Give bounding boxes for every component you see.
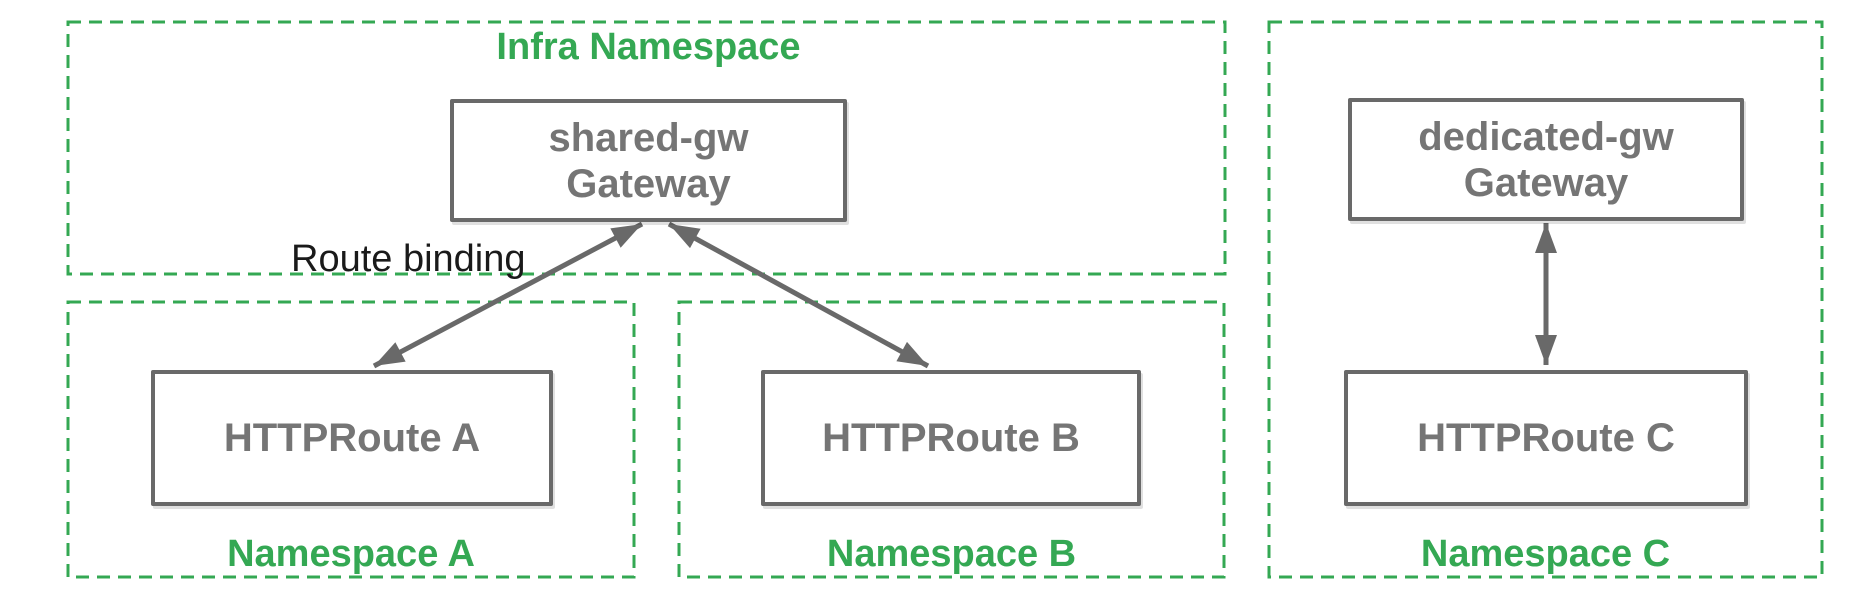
namespace-b-title: Namespace B — [826, 533, 1077, 575]
shared-gateway-name: shared-gw — [548, 115, 749, 160]
dedicated-gateway-node: dedicated-gw Gateway — [1348, 98, 1744, 221]
arrowhead-icon — [610, 224, 642, 248]
arrowhead-icon — [1535, 335, 1557, 365]
namespace-a-title: Namespace A — [227, 533, 475, 575]
arrowhead-icon — [1535, 223, 1557, 253]
dedicated-gateway-name: dedicated-gw — [1418, 114, 1674, 159]
infra-namespace-title: Infra Namespace — [496, 26, 801, 68]
shared-gateway-node: shared-gw Gateway — [450, 99, 847, 222]
shared-gateway-kind: Gateway — [566, 161, 731, 206]
httproute-b-node: HTTPRoute B — [761, 370, 1141, 506]
namespace-b-border — [677, 300, 1226, 579]
dedicated-gateway-kind: Gateway — [1463, 160, 1629, 205]
httproute-b-label: HTTPRoute B — [822, 416, 1080, 460]
infra-namespace-border — [66, 20, 1227, 276]
arrowhead-icon — [896, 341, 928, 366]
httproute-c-label: HTTPRoute C — [1417, 416, 1675, 460]
namespace-c-border — [1267, 20, 1824, 579]
arrowhead-icon — [669, 224, 701, 249]
route-a-binding-arrow — [372, 221, 644, 369]
httproute-a-label: HTTPRoute A — [223, 416, 481, 460]
httproute-c-node: HTTPRoute C — [1344, 370, 1748, 506]
route-b-binding-arrow — [667, 221, 930, 369]
namespace-c-title: Namespace C — [1420, 533, 1671, 575]
namespace-a-border — [66, 300, 636, 579]
httproute-a-node: HTTPRoute A — [151, 370, 553, 506]
route-binding-label: Route binding — [291, 238, 526, 280]
arrowhead-icon — [374, 342, 406, 366]
